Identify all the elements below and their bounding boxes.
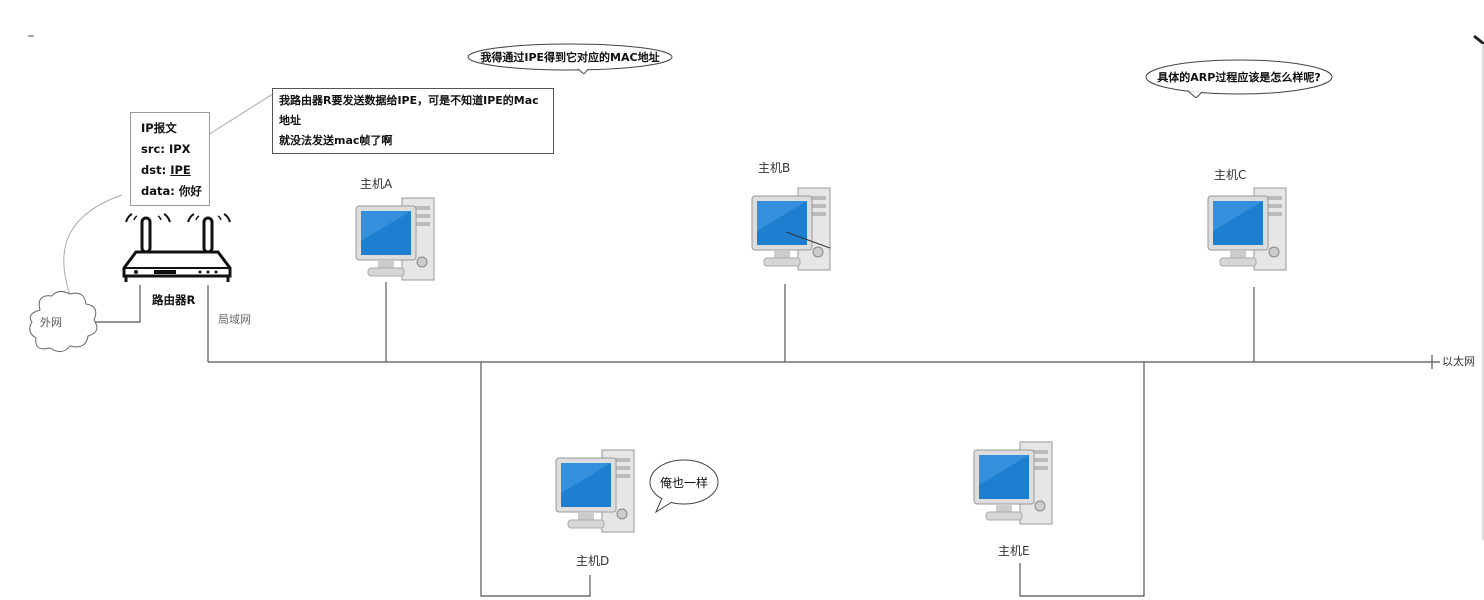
host-d-link — [480, 362, 591, 597]
host-e-computer-icon — [972, 440, 1054, 526]
router-note-line2: 就没法发送mac帧了啊 — [279, 134, 393, 147]
host-d-label: 主机D — [576, 554, 610, 568]
ip-packet: IP报文 src: IPX dst: IPE data: 你好 — [141, 118, 202, 202]
router-note-line1: 我路由器R要发送数据给IPE，可是不知道IPE的Mac地址 — [279, 94, 539, 127]
src-label: src: — [141, 142, 165, 156]
host-e-link — [1019, 362, 1145, 597]
cloud-icon — [26, 288, 102, 356]
router-icon — [120, 212, 232, 288]
host-b-label: 主机B — [758, 161, 791, 175]
arp-speech-bubble: 具体的ARP过程应该是怎么样呢? — [1144, 58, 1334, 98]
ip-packet-title: IP报文 — [141, 121, 177, 135]
dst-value: IPE — [170, 163, 191, 177]
router-note: 我路由器R要发送数据给IPE，可是不知道IPE的Mac地址 就没法发送mac帧了… — [272, 88, 554, 154]
host-c-label: 主机C — [1214, 168, 1247, 182]
host-b-computer-icon — [750, 186, 832, 272]
top-speech-text: 我得通过IPE得到它对应的MAC地址 — [480, 51, 660, 64]
host-a-computer-icon — [354, 196, 436, 282]
ip-packet-box — [130, 112, 210, 206]
packet-path — [63, 194, 123, 296]
lan-label: 局域网 — [218, 313, 251, 326]
host-a-label: 主机A — [360, 177, 393, 191]
same-speech-text: 俺也一样 — [659, 475, 708, 490]
note-pointer — [199, 91, 277, 141]
wan-link — [95, 285, 141, 323]
arp-speech-text: 具体的ARP过程应该是怎么样呢? — [1157, 71, 1321, 84]
host-e-label: 主机E — [998, 544, 1030, 558]
host-d-computer-icon — [554, 448, 636, 534]
same-speech-bubble: 俺也一样 — [646, 458, 720, 514]
ethernet-label: 以太网 — [1442, 355, 1475, 368]
top-speech-bubble: 我得通过IPE得到它对应的MAC地址 — [466, 42, 674, 74]
data-value: 你好 — [178, 184, 202, 198]
router-label: 路由器R — [152, 293, 196, 307]
dst-label: dst: — [141, 163, 167, 177]
host-c-computer-icon — [1206, 186, 1288, 272]
wan-label: 外网 — [40, 316, 62, 329]
data-label: data: — [141, 184, 175, 198]
src-value: IPX — [168, 142, 191, 156]
